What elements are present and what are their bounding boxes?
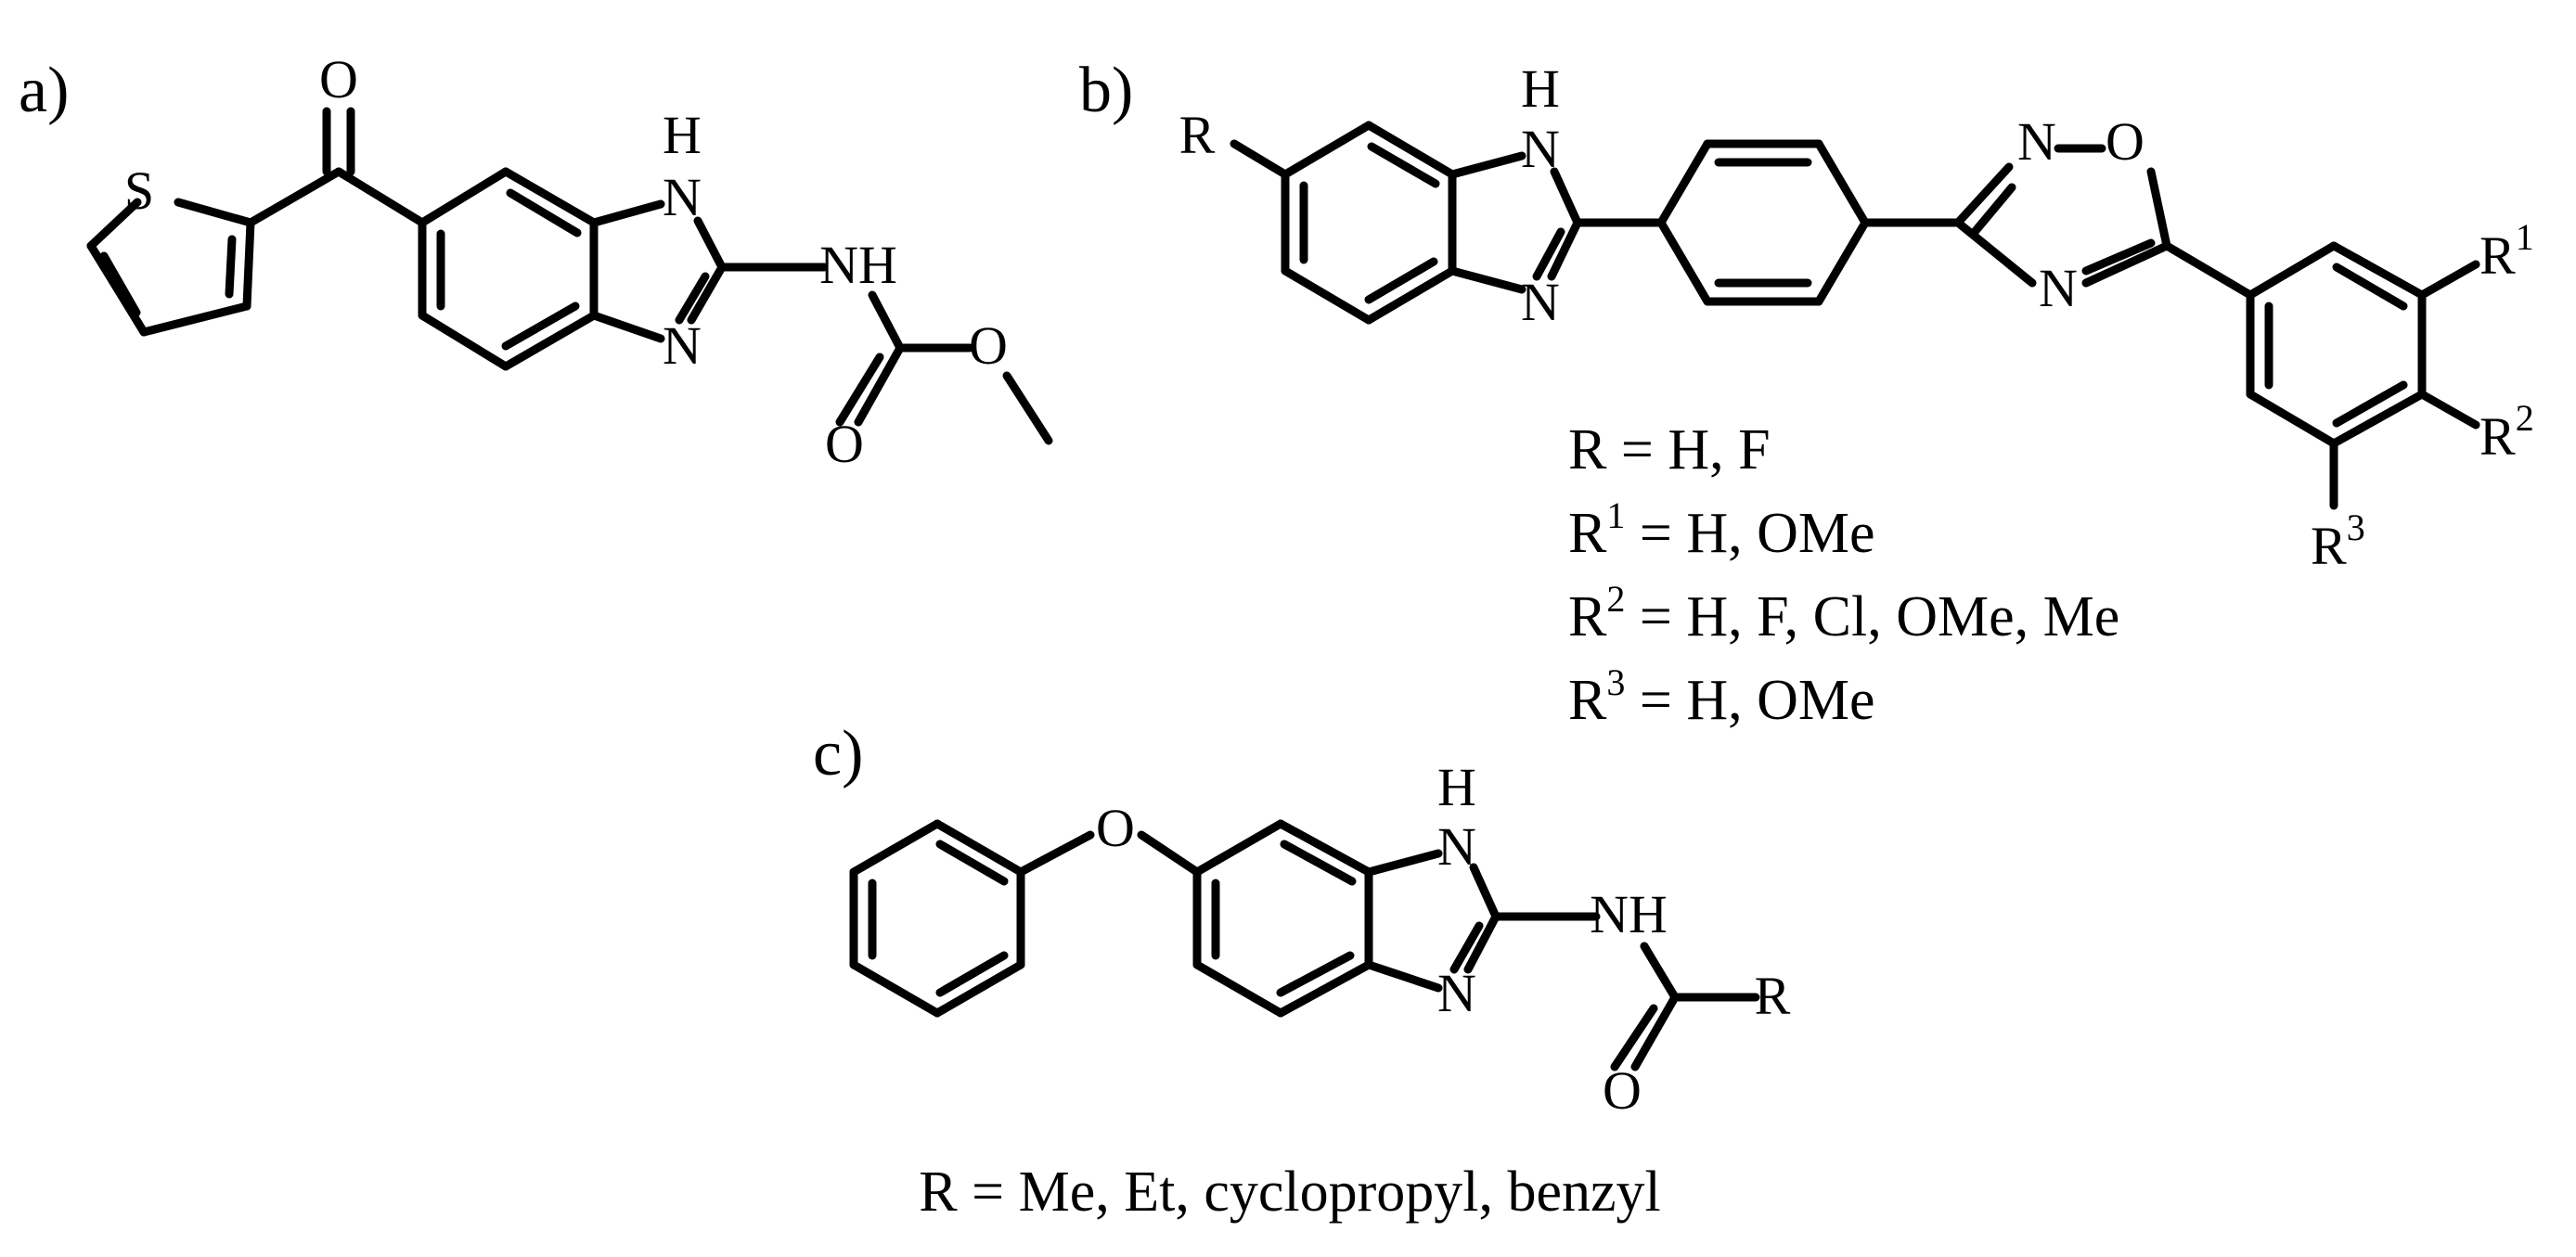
b-n1-atom: N xyxy=(1521,119,1560,179)
b-oxadiazole-ring xyxy=(1861,144,2171,288)
b-r1-definition: R1 = H, OMe xyxy=(1568,494,1875,565)
b-r-substituent: R xyxy=(1179,105,1216,165)
c-n1-hydrogen: H xyxy=(1437,757,1476,817)
b-r1-substituent: R1 xyxy=(2479,216,2534,286)
bond-lines xyxy=(86,107,2480,1071)
atom-labels: a) S O H N N NH O O b) R H N N N O N R1 … xyxy=(19,49,2534,1121)
b-n1-hydrogen: H xyxy=(1521,58,1560,119)
b-r2-substituent: R2 xyxy=(2479,397,2534,467)
c-phenyl-ring xyxy=(849,819,1025,1018)
a-carbamate xyxy=(717,263,1053,445)
b-r2-definition: R2 = H, F, Cl, OMe, Me xyxy=(1568,578,2119,648)
b-n3-atom: N xyxy=(1521,272,1560,332)
a-n1-hydrogen: H xyxy=(663,105,702,165)
a-carbonyl-oxygen-atom: O xyxy=(825,414,864,474)
c-carbonyl-oxygen-atom: O xyxy=(1603,1060,1642,1121)
b-r-definition: R = H, F xyxy=(1568,418,1771,481)
a-thiophene-ring xyxy=(86,198,255,337)
a-ketone xyxy=(246,107,427,227)
c-ether-oxygen-atom: O xyxy=(1096,798,1135,858)
b-imidazole-ring xyxy=(1448,151,1582,294)
c-n1-atom: N xyxy=(1437,816,1476,877)
a-n1-atom: N xyxy=(663,167,702,227)
c-ether-bridge xyxy=(1016,830,1202,877)
substituent-definitions-c: R = Me, Et, cyclopropyl, benzyl xyxy=(919,1161,1660,1224)
a-n3-atom: N xyxy=(663,315,702,376)
a-sulfur-atom: S xyxy=(124,160,154,221)
b-oxadiazole-n2-atom: N xyxy=(2017,111,2056,172)
c-nh-group: NH xyxy=(1590,884,1668,944)
panel-c-label: c) xyxy=(813,718,863,789)
panel-b-label: b) xyxy=(1079,55,1133,126)
b-substituent-bond-R xyxy=(1230,139,1290,179)
a-imidazole-ring xyxy=(589,199,727,343)
a-nh-group: NH xyxy=(819,235,897,295)
c-imidazole-ring xyxy=(1364,849,1501,993)
a-keto-oxygen-atom: O xyxy=(319,49,358,109)
b-oxadiazole-o-atom: O xyxy=(2106,111,2145,172)
substituent-definitions-b: R = H, F R1 = H, OMe R2 = H, F, Cl, OMe,… xyxy=(1568,418,2119,732)
b-phenylene-ring xyxy=(1573,139,1870,306)
a-ester-oxygen-atom: O xyxy=(969,315,1008,376)
a-benzo-ring xyxy=(418,167,599,371)
c-n3-atom: N xyxy=(1437,963,1476,1023)
b-r3-substituent: R3 xyxy=(2311,507,2365,576)
b-r3-definition: R3 = H, OMe xyxy=(1568,661,1875,732)
b-benzo-ring xyxy=(1281,121,1457,325)
b-aryl-ring xyxy=(2162,241,2480,510)
c-amide xyxy=(1491,912,1760,1071)
c-r-definition: R = Me, Et, cyclopropyl, benzyl xyxy=(919,1161,1660,1224)
c-r-substituent: R xyxy=(1755,966,1791,1026)
b-oxadiazole-n4-atom: N xyxy=(2039,258,2078,318)
panel-a-label: a) xyxy=(19,55,69,126)
c-benzo-ring xyxy=(1192,819,1373,1018)
